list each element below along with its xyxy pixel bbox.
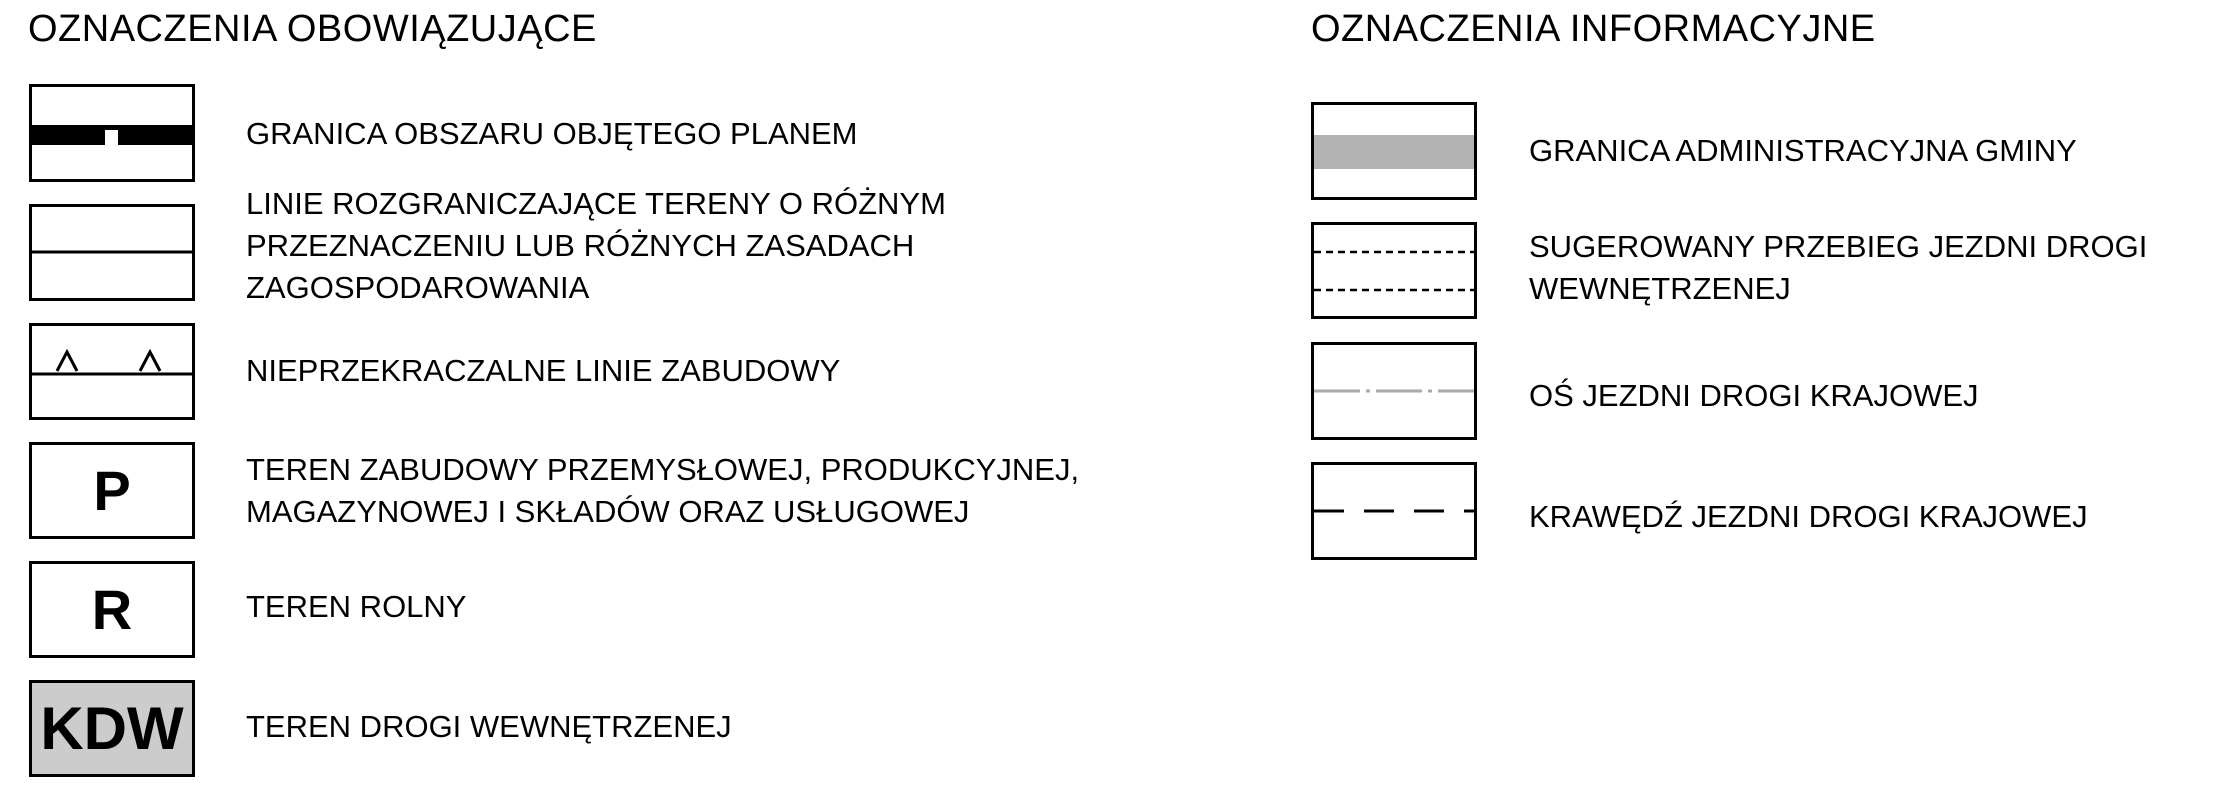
- mandatory-heading: OZNACZENIA OBOWIĄZUJĄCE: [28, 8, 597, 50]
- zone-code-r: R: [91, 577, 133, 641]
- zone-code-symbol-kdw: KDW: [29, 680, 195, 777]
- dash-dot-axis-symbol: [1311, 342, 1477, 440]
- legend-label-road-edge: KRAWĘDŹ JEZDNI DROGI KRAJOWEJ: [1529, 499, 2088, 534]
- legend-label-plan-boundary: GRANICA OBSZARU OBJĘTEGO PLANEM: [246, 116, 858, 151]
- zone-code-symbol-p: P: [29, 442, 195, 539]
- zone-code-symbol-r: R: [29, 561, 195, 658]
- plan-boundary-symbol: [29, 84, 195, 182]
- informational-heading: OZNACZENIA INFORMACYJNE: [1311, 8, 1876, 50]
- building-line-symbol: [29, 323, 195, 420]
- zone-code-p: P: [93, 458, 131, 522]
- legend-label-agricultural: TEREN ROLNY: [246, 589, 467, 624]
- zone-code-kdw: KDW: [40, 694, 184, 762]
- legend-label-internal-road: TEREN DROGI WEWNĘTRZENEJ: [246, 709, 732, 744]
- dividing-line-symbol: [29, 204, 195, 301]
- legend-label-building-lines: NIEPRZEKRACZALNE LINIE ZABUDOWY: [246, 353, 841, 388]
- legend-label-admin-boundary: GRANICA ADMINISTRACYJNA GMINY: [1529, 133, 2077, 168]
- legend-label-industrial: TEREN ZABUDOWY PRZEMYSŁOWEJ, PRODUKCYJNE…: [246, 452, 1080, 529]
- long-dash-line-symbol: [1311, 462, 1477, 560]
- dashed-double-line-symbol: [1311, 222, 1477, 319]
- legend-label-road-axis: OŚ JEZDNI DROGI KRAJOWEJ: [1529, 378, 1979, 413]
- legend-label-dividing-lines: LINIE ROZGRANICZAJĄCE TERENY O RÓŻNYM PR…: [246, 186, 946, 305]
- admin-boundary-symbol: [1311, 102, 1477, 200]
- legend-label-suggested-road: SUGEROWANY PRZEBIEG JEZDNI DROGI WEWNĘTR…: [1529, 229, 2148, 306]
